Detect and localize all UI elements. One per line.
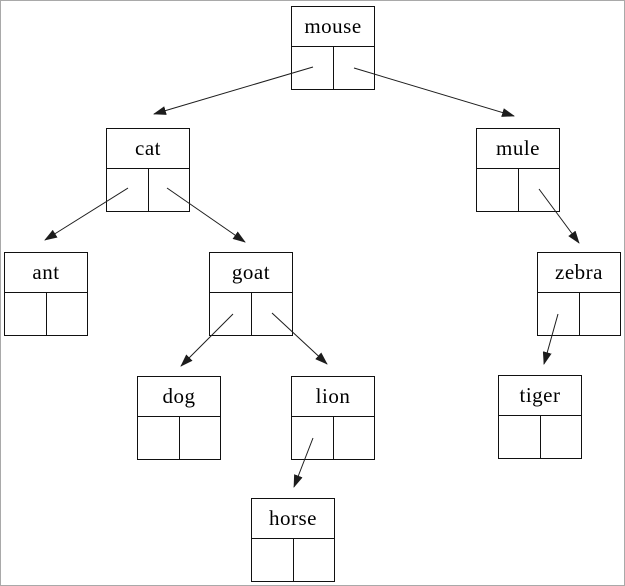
- node-label-mouse: mouse: [292, 7, 374, 47]
- left-pointer-cell: [5, 293, 47, 335]
- node-pointer-cells: [499, 416, 581, 458]
- node-label-goat: goat: [210, 253, 292, 293]
- left-pointer-cell: [292, 47, 334, 89]
- tree-node-dog: dog: [137, 376, 221, 460]
- edge-mouse-mule: [353, 67, 515, 117]
- left-pointer-cell: [210, 293, 252, 335]
- node-label-tiger: tiger: [499, 376, 581, 416]
- node-pointer-cells: [252, 539, 334, 581]
- node-label-dog: dog: [138, 377, 220, 417]
- left-pointer-cell: [499, 416, 541, 458]
- tree-node-goat: goat: [209, 252, 293, 336]
- tree-node-cat: cat: [106, 128, 190, 212]
- right-pointer-cell: [252, 293, 293, 335]
- node-pointer-cells: [477, 169, 559, 211]
- left-pointer-cell: [538, 293, 580, 335]
- right-pointer-cell: [541, 416, 582, 458]
- tree-node-horse: horse: [251, 498, 335, 582]
- tree-node-lion: lion: [291, 376, 375, 460]
- right-pointer-cell: [47, 293, 88, 335]
- node-pointer-cells: [538, 293, 620, 335]
- tree-node-tiger: tiger: [498, 375, 582, 459]
- right-pointer-cell: [334, 47, 375, 89]
- node-label-lion: lion: [292, 377, 374, 417]
- node-pointer-cells: [5, 293, 87, 335]
- tree-node-ant: ant: [4, 252, 88, 336]
- node-label-zebra: zebra: [538, 253, 620, 293]
- node-pointer-cells: [292, 417, 374, 459]
- node-pointer-cells: [210, 293, 292, 335]
- tree-node-zebra: zebra: [537, 252, 621, 336]
- tree-node-mouse: mouse: [291, 6, 375, 90]
- right-pointer-cell: [149, 169, 190, 211]
- left-pointer-cell: [138, 417, 180, 459]
- right-pointer-cell: [580, 293, 621, 335]
- node-pointer-cells: [138, 417, 220, 459]
- right-pointer-cell: [294, 539, 335, 581]
- left-pointer-cell: [107, 169, 149, 211]
- right-pointer-cell: [519, 169, 560, 211]
- node-pointer-cells: [107, 169, 189, 211]
- edge-mouse-cat: [153, 66, 314, 115]
- node-pointer-cells: [292, 47, 374, 89]
- node-label-cat: cat: [107, 129, 189, 169]
- node-label-ant: ant: [5, 253, 87, 293]
- right-pointer-cell: [180, 417, 221, 459]
- tree-node-mule: mule: [476, 128, 560, 212]
- node-label-mule: mule: [477, 129, 559, 169]
- left-pointer-cell: [477, 169, 519, 211]
- left-pointer-cell: [292, 417, 334, 459]
- left-pointer-cell: [252, 539, 294, 581]
- right-pointer-cell: [334, 417, 375, 459]
- node-label-horse: horse: [252, 499, 334, 539]
